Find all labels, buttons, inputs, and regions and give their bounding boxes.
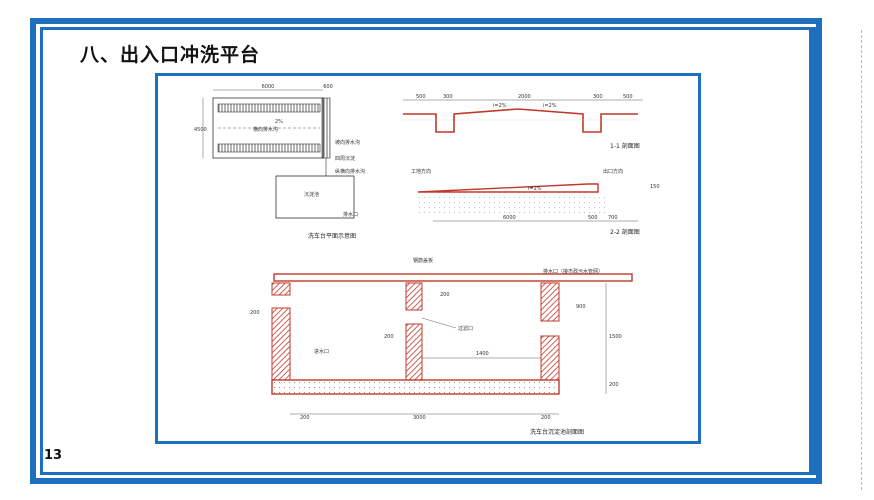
tank-dim-left: 200 [300,415,310,421]
technical-drawing: 6000 600 4500 2% 横向排水沟 坡向排水沟 四周沉淀 纵横向排水沟… [194,84,660,436]
section-1-1: 500 300 2000 300 500 i=2% i=2% 1-1 剖面图 [403,94,643,150]
plan-label-settle: 四周沉淀 [335,155,355,162]
tank-caption: 洗车台沉淀池剖面图 [530,428,584,436]
tank-dim-d: 200 [440,292,450,298]
sec22-dim-b: 700 [608,215,618,221]
plan-view: 6000 600 4500 2% 横向排水沟 坡向排水沟 四周沉淀 纵横向排水沟… [194,84,365,240]
plan-label-side-ditch: 横向排水沟 [253,126,278,133]
sec22-dim-main: 6000 [503,215,516,221]
sec22-label-right: 出口方向 [603,168,623,175]
tank-dim-c: 200 [609,382,619,388]
plan-dim-slope: 2% [275,119,283,125]
tank-dim-mid: 1400 [476,351,489,357]
sec11-slope-1: i=2% [543,103,557,109]
tank-label-inlet: 进水口 [314,348,329,355]
tank-section: 钢筋盖板 排水口（接市政污水管网） 过滤口 进水口 3000 200 200 1… [250,257,633,436]
sec22-slope: i=2% [528,186,542,192]
plan-label-outlet: 排水口 [343,211,358,218]
page-frame-inner [40,27,812,475]
page-title: 八、出入口冲洗平台 [80,44,261,66]
sec22-caption: 2-2 剖面图 [610,228,640,236]
tank-label-filter: 过滤口 [458,325,473,332]
tank-dim-b: 200 [384,334,394,340]
tank-dim-right: 200 [541,415,551,421]
plan-label-pool: 沉淀池 [304,191,319,198]
plan-dim-left: 4500 [194,127,207,133]
frame-side-bar [812,27,820,475]
plan-dim-top: 6000 [262,84,275,90]
sec11-slope-0: i=2% [493,103,507,109]
sec11-dim-1: 300 [443,94,453,100]
tank-dim-height: 1500 [609,334,622,340]
tank-label-cover: 钢筋盖板 [413,257,433,264]
sec11-dim-4: 500 [623,94,633,100]
plan-label-trench: 纵横向排水沟 [335,168,365,175]
tank-dim-h2: 900 [576,304,586,310]
tank-dim-width: 3000 [413,415,426,421]
sec22-label-left: 工地方向 [411,168,431,175]
section-2-2: 工地方向 出口方向 i=2% 6000 500 700 150 2-2 剖面图 [411,168,660,236]
sec11-dim-2: 2000 [518,94,531,100]
sec11-dim-3: 300 [593,94,603,100]
sec22-dim-a: 500 [588,215,598,221]
page-number: 13 [44,448,63,463]
tank-dim-a: 200 [250,310,260,316]
figure-panel: 6000 600 4500 2% 横向排水沟 坡向排水沟 四周沉淀 纵横向排水沟… [155,73,701,444]
sec11-dim-0: 500 [416,94,426,100]
sec11-caption: 1-1 剖面图 [610,142,640,150]
plan-caption: 洗车台平面示意图 [308,232,356,240]
sec22-dim-h: 150 [650,184,660,190]
plan-label-slope: 坡向排水沟 [335,139,360,146]
plan-dim-top2: 600 [323,84,333,90]
tank-label-outlet: 排水口（接市政污水管网） [543,268,603,275]
scan-edge [860,30,862,490]
